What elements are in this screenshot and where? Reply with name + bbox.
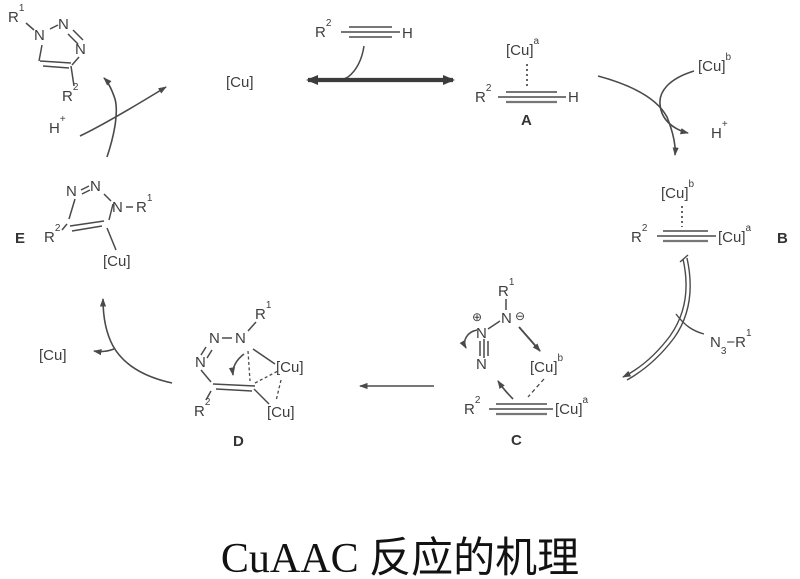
d-to-e-arrows xyxy=(93,298,173,384)
product-release-arrows xyxy=(79,77,167,158)
alkyne-r2-label: R2 xyxy=(315,18,332,41)
species-e-n2-label: N xyxy=(90,178,101,195)
b-to-c-arrow xyxy=(622,254,705,381)
azide-reagent-label: N3−R1 xyxy=(710,328,752,357)
alkyne-equilibrium-arrow xyxy=(306,45,455,85)
released-copper-label: [Cu] xyxy=(39,347,67,364)
species-c-n-plus-label: N xyxy=(476,325,487,342)
product-triazole-bonds xyxy=(25,22,84,87)
proton-out-label: H+ xyxy=(711,119,728,142)
species-d-r1-label: R1 xyxy=(255,300,272,323)
product-n3-label: N xyxy=(75,41,86,58)
species-e-r2-label: R2 xyxy=(44,223,61,246)
species-c-cub-label: [Cu]b xyxy=(530,353,564,376)
species-d-cu-lower-label: [Cu] xyxy=(267,404,295,421)
alkyne-h-label: H xyxy=(402,25,413,42)
species-b-letter: B xyxy=(777,230,788,247)
species-a-h-label: H xyxy=(568,89,579,106)
species-b-cub-label: [Cu]b xyxy=(661,179,695,202)
species-c-bonds xyxy=(479,299,553,416)
a-to-b-arrows xyxy=(597,70,695,156)
product-r2-label: R2 xyxy=(62,82,79,105)
species-e-n3-label: N xyxy=(66,183,77,200)
species-e-n1-label: N xyxy=(112,199,123,216)
product-n2-label: N xyxy=(58,16,69,33)
species-c-r1-label: R1 xyxy=(498,277,515,300)
species-c-n-terminal-label: N xyxy=(476,356,487,373)
species-e-bonds xyxy=(61,185,133,251)
species-e-cu-label: [Cu] xyxy=(103,253,131,270)
species-b-bonds xyxy=(657,206,716,243)
species-c-r2-label: R2 xyxy=(464,395,481,418)
figure-caption: CuAAC 反应的机理 xyxy=(220,536,580,579)
species-a-letter: A xyxy=(521,112,532,129)
species-c-cua-label: [Cu]a xyxy=(555,395,589,418)
species-e-r1-label: R1 xyxy=(136,193,153,216)
free-copper-label: [Cu] xyxy=(226,74,254,91)
species-c-letter: C xyxy=(511,432,522,449)
plus-charge-icon: ⊕ xyxy=(472,310,483,324)
species-d-cu-upper-label: [Cu] xyxy=(276,359,304,376)
species-a-cua-label: [Cu]a xyxy=(506,36,540,59)
species-d-n3-label: N xyxy=(195,354,206,371)
minus-charge-icon: ⊖ xyxy=(515,309,526,323)
species-a-r2-label: R2 xyxy=(475,83,492,106)
species-c-n-minus-label: N xyxy=(501,310,512,327)
species-c-arrows xyxy=(459,326,541,400)
species-e-letter: E xyxy=(15,230,26,247)
species-d-letter: D xyxy=(233,433,244,450)
product-n1-label: N xyxy=(34,27,45,44)
species-d-r2-label: R2 xyxy=(194,397,211,420)
species-d-bonds xyxy=(200,321,282,405)
species-b-cua-label: [Cu]a xyxy=(718,223,752,246)
species-b-r2-label: R2 xyxy=(631,223,648,246)
free-alkyne-bonds xyxy=(341,26,400,38)
species-d-n1-label: N xyxy=(235,330,246,347)
proton-in-label: H+ xyxy=(49,114,66,137)
species-a-bonds xyxy=(498,64,566,104)
copper-b-in-label: [Cu]b xyxy=(698,52,732,75)
product-r1-label: R1 xyxy=(8,3,25,26)
species-d-n2-label: N xyxy=(209,330,220,347)
